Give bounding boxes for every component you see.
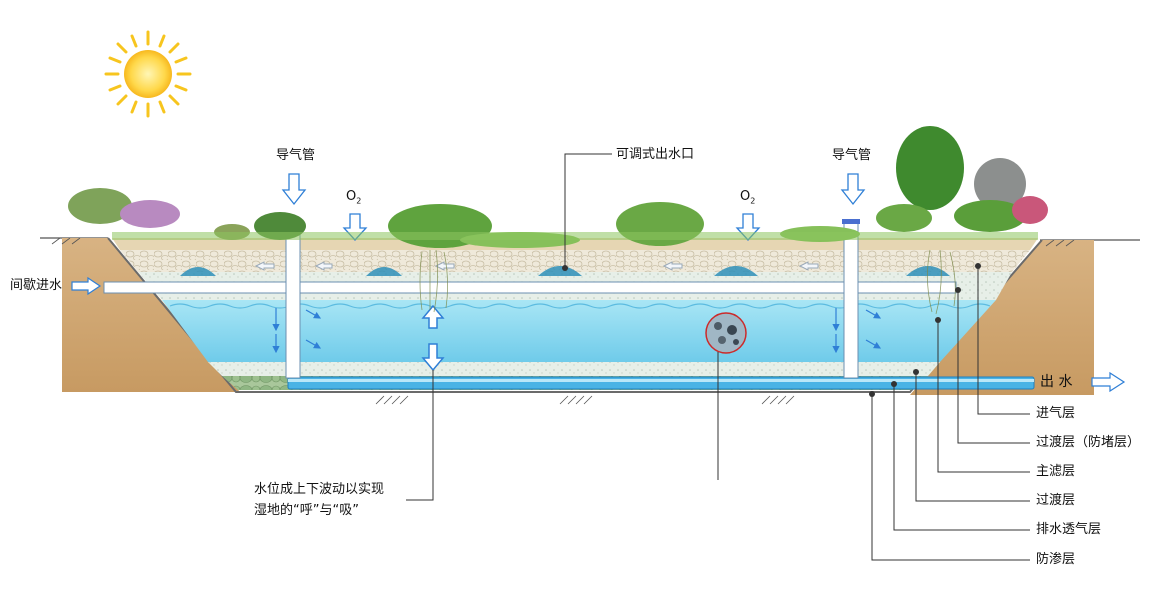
spray-fans [180, 266, 950, 276]
outflow-label: 出 水 [1040, 374, 1073, 390]
air-flow-arrows [254, 261, 819, 271]
soil-left [62, 238, 240, 392]
transition-layer [208, 362, 940, 376]
filter-flow-arrows [272, 308, 882, 354]
sun-icon [104, 30, 192, 118]
plant-roots [419, 249, 956, 315]
main-filter-layer [162, 300, 996, 362]
o2-left-label: O2 [346, 189, 362, 206]
vent-pipe-right [843, 221, 859, 379]
inflow-pipe [103, 281, 957, 294]
layer-label-air-intake: 进气层 [1036, 406, 1076, 421]
intermittent-inflow-label: 间歇进水 [10, 278, 63, 293]
air-intake-layer [120, 250, 1030, 272]
vent-pipe-left [285, 229, 301, 379]
wetland-vegetation [68, 126, 1048, 248]
ground-hatch-marks [51, 237, 1075, 405]
vent-pipe-right-cap [842, 219, 860, 224]
soil-right [910, 240, 1094, 395]
leader-lines [406, 153, 1030, 561]
layer-label-transition: 过渡层 [1036, 493, 1076, 508]
layer-label-drainage-aeration: 排水透气层 [1036, 522, 1102, 537]
water-level-note-line1: 水位成上下波动以实现 [254, 482, 385, 497]
adjustable-outlet-label: 可调式出水口 [616, 147, 695, 162]
water-level-note-line2: 湿地的“呼”与“吸” [254, 503, 359, 518]
inflow-arrow-icon [71, 276, 102, 296]
bottom-drain-pipe [287, 376, 1035, 390]
bottom-drain-pipe-highlight [288, 379, 1034, 382]
o2-right-label: O2 [740, 189, 756, 206]
layer-label-impermeable: 防渗层 [1036, 552, 1076, 567]
vent-pipe-right-label: 导气管 [832, 148, 872, 163]
microbe-detail-circle [705, 312, 747, 354]
vent-pipe-left-label: 导气管 [276, 148, 316, 163]
layer-label-transition-anticlog: 过渡层（防堵层） [1036, 435, 1141, 450]
water-level-double-arrow [421, 304, 445, 372]
outflow-arrow-icon [1091, 371, 1126, 393]
leader-dots [562, 263, 981, 397]
layer-label-main-filter: 主滤层 [1036, 464, 1076, 479]
down-arrow-icons [281, 173, 866, 241]
